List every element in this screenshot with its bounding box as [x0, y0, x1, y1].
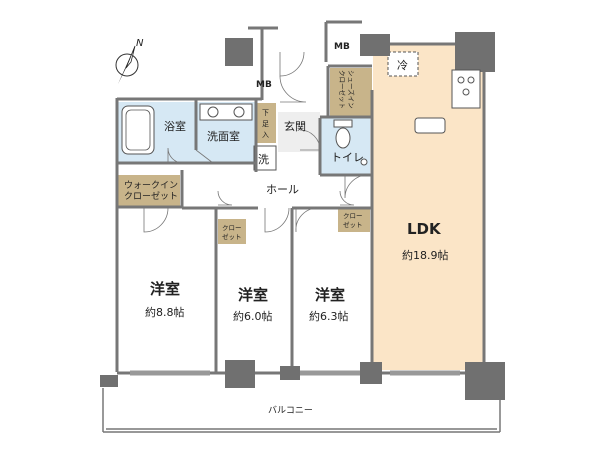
bathtub-icon — [121, 105, 155, 155]
compass-north-label: N — [136, 38, 144, 49]
shoes-closet-line1: シューズイン — [347, 70, 356, 109]
kitchen-counter — [451, 69, 481, 109]
closet2-floor — [338, 207, 370, 232]
mb-left-label: MB — [256, 80, 272, 90]
hall-label: ホール — [266, 183, 299, 196]
walkin-closet-line2: クローゼット — [124, 190, 178, 202]
door-swings — [143, 51, 369, 233]
bath-label: 浴室 — [164, 119, 186, 133]
shoes-closet-line2: クローゼット — [338, 70, 347, 109]
entrance-floor — [278, 112, 320, 152]
shoes-closet-floor — [330, 68, 372, 116]
closet2-line2: ゼット — [343, 220, 363, 229]
closet2-line1: クロー — [343, 212, 363, 220]
shoebox-floor — [256, 103, 276, 143]
western2-area: 約6.0帖 — [233, 309, 273, 323]
ldk-name: LDK — [407, 220, 442, 238]
toilet-label: トイレ — [331, 151, 364, 164]
washer-label: 洗 — [258, 153, 269, 166]
closet1-floor — [218, 219, 246, 244]
shoebox-char-3: 入 — [262, 131, 269, 139]
shoebox-char-2: 足 — [262, 120, 269, 128]
shoebox-char-1: 下 — [262, 109, 269, 117]
pillars — [100, 32, 505, 400]
ldk-area: 約18.9帖 — [402, 248, 449, 262]
western1-name: 洋室 — [150, 280, 180, 298]
toilet-icon — [333, 119, 353, 149]
walkin-closet-line1: ウォークイン — [124, 180, 178, 191]
western3-area: 約6.3帖 — [309, 309, 349, 323]
fridge-floor — [387, 51, 419, 77]
closet1-line2: ゼット — [222, 232, 242, 241]
closet1-line1: クロー — [222, 224, 242, 232]
entrance-label: 玄関 — [284, 119, 306, 133]
compass-icon: N — [115, 38, 144, 84]
washroom-label: 洗面室 — [207, 129, 240, 143]
fridge-label: 冷 — [397, 59, 408, 72]
mb-top-label: MB — [334, 42, 350, 52]
washer-floor — [253, 145, 277, 171]
western2-name: 洋室 — [238, 286, 268, 304]
balcony-label: バルコニー — [268, 405, 313, 416]
walkin-closet-floor — [118, 175, 180, 207]
kitchen-sink-icon — [414, 117, 446, 134]
western1-area: 約8.8帖 — [145, 305, 185, 319]
toilet-sink-icon — [360, 158, 368, 166]
sink-icon — [199, 103, 253, 121]
western3-name: 洋室 — [315, 286, 345, 304]
